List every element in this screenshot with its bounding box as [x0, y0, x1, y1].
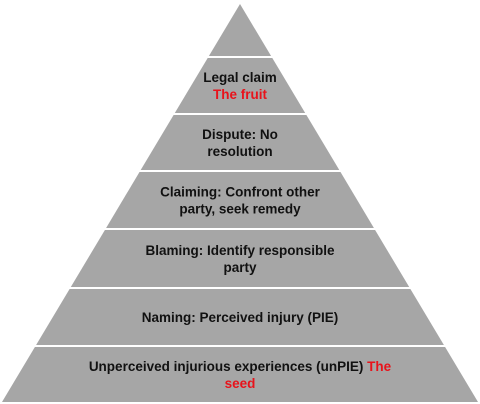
- tier-claiming: Claiming: Confront other party, seek reme…: [106, 172, 374, 228]
- tier-label-unperceived-line-1: Unperceived injurious experiences (unPIE…: [89, 359, 392, 374]
- tier-label-blaming-line-2: party: [223, 260, 257, 275]
- tier-label-unperceived-line-2: seed: [225, 376, 256, 391]
- tier-label-dispute-line-1: Dispute: No: [202, 127, 278, 142]
- tier-shape-legal-claim: [174, 58, 306, 113]
- tier-naming: Naming: Perceived injury (PIE): [36, 289, 444, 345]
- tier-shape-apex: [208, 4, 272, 56]
- tier-accent-unperceived: seed: [225, 376, 256, 391]
- tier-label-naming-line-1: Naming: Perceived injury (PIE): [142, 310, 339, 325]
- tier-blaming: Blaming: Identify responsible party: [70, 230, 410, 287]
- tier-shape-blaming: [70, 230, 410, 287]
- tier-shape-claiming: [106, 172, 374, 228]
- tier-label-dispute-line-2: resolution: [207, 144, 272, 159]
- tier-shape-naming: [36, 289, 444, 345]
- tier-dispute: Dispute: No resolution: [140, 115, 340, 170]
- tier-label-claiming-line-2: party, seek remedy: [179, 201, 301, 216]
- tier-accent-legal-claim: The fruit: [213, 87, 267, 102]
- tier-label-legal-claim-line-2: The fruit: [213, 87, 267, 102]
- tier-label-claiming-line-1: Claiming: Confront other: [160, 184, 320, 199]
- tier-shape-unperceived: [2, 347, 478, 402]
- tier-label-blaming-line-1: Blaming: Identify responsible: [145, 243, 335, 258]
- tier-apex: [208, 4, 272, 56]
- tier-accent-unperceived: The: [367, 359, 391, 374]
- tier-shape-dispute: [140, 115, 340, 170]
- tier-unperceived: Unperceived injurious experiences (unPIE…: [2, 347, 478, 402]
- tier-label-legal-claim-line-1: Legal claim: [203, 70, 277, 85]
